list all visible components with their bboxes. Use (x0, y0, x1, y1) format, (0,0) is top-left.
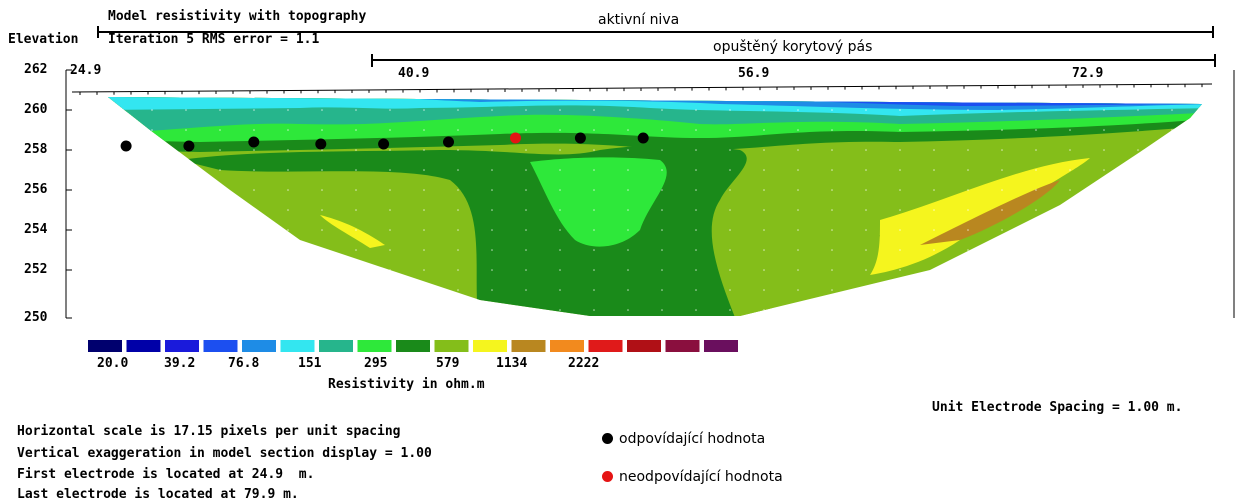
red-dot-icon (602, 471, 613, 482)
colorbar-label-39-2: 39.2 (164, 356, 196, 371)
colorbar-swatch (704, 340, 738, 352)
colorbar-swatch (550, 340, 584, 352)
opusteny-pas-label: opuštěný korytový pás (713, 39, 873, 55)
matching-marker (120, 140, 132, 152)
info-line-first-electrode: First electrode is located at 24.9 m. (17, 467, 315, 482)
colorbar (88, 340, 738, 352)
x-tick-24-9: 24.9 (70, 63, 102, 78)
y-tick-258: 258 (24, 142, 48, 157)
colorbar-swatch (280, 340, 315, 352)
info-line-vertical-exaggeration: Vertical exaggeration in model section d… (17, 446, 432, 461)
legend-red-label: neodpovídající hodnota (619, 469, 783, 485)
colorbar-swatch (588, 340, 623, 352)
colorbar-swatch (242, 340, 276, 352)
x-tick-72-9: 72.9 (1072, 66, 1104, 81)
elevation-axis (65, 69, 72, 319)
info-line-horizontal-scale: Horizontal scale is 17.15 pixels per uni… (17, 424, 401, 439)
colorbar-swatch (434, 340, 469, 352)
non-matching-marker (510, 132, 521, 144)
colorbar-swatch (627, 340, 661, 352)
colorbar-swatch (396, 340, 430, 352)
matching-marker (574, 132, 586, 144)
marker-layer (120, 132, 649, 152)
section-fill (108, 97, 1202, 316)
aktivni-niva-label: aktivní niva (598, 12, 680, 28)
matching-marker (378, 138, 390, 150)
colorbar-label-579: 579 (436, 356, 460, 371)
iteration-text: Iteration 5 RMS error = 1.1 (108, 32, 320, 47)
colorbar-label-1134: 1134 (496, 356, 528, 371)
black-dot-icon (602, 433, 613, 444)
colorbar-label-20-0: 20.0 (97, 356, 129, 371)
x-tick-40-9: 40.9 (398, 66, 430, 81)
y-tick-252: 252 (24, 262, 48, 277)
elevation-label: Elevation (8, 32, 79, 47)
electrode-spacing: Unit Electrode Spacing = 1.00 m. (932, 400, 1183, 415)
colorbar-swatch (165, 340, 199, 352)
surface-line (71, 83, 1213, 95)
aktivni-niva-bracket (97, 26, 1214, 38)
legend-black-dot: odpovídající hodnota (602, 431, 765, 447)
matching-marker (443, 136, 454, 148)
matching-marker (248, 136, 260, 148)
model-title: Model resistivity with topography (108, 9, 367, 24)
colorbar-label-76-8: 76.8 (228, 356, 260, 371)
y-tick-256: 256 (24, 182, 48, 197)
colorbar-swatch (473, 340, 507, 352)
y-tick-250: 250 (24, 310, 48, 325)
matching-marker (637, 132, 649, 144)
matching-marker (315, 138, 327, 150)
y-tick-254: 254 (24, 222, 48, 237)
matching-marker (183, 140, 195, 152)
colorbar-label-295: 295 (364, 356, 388, 371)
colorbar-label-151: 151 (298, 356, 322, 371)
opusteny-pas-bracket (371, 54, 1216, 67)
y-tick-260: 260 (24, 102, 48, 117)
legend-red-dot: neodpovídající hodnota (602, 469, 783, 485)
colorbar-swatch (88, 340, 122, 352)
y-tick-262: 262 (24, 62, 48, 77)
colorbar-swatch (511, 340, 546, 352)
colorbar-swatch (203, 340, 238, 352)
legend-black-label: odpovídající hodnota (619, 431, 766, 447)
colorbar-swatch (319, 340, 353, 352)
colorbar-title: Resistivity in ohm.m (328, 377, 485, 392)
info-line-last-electrode: Last electrode is located at 79.9 m. (17, 487, 299, 502)
colorbar-label-2222: 2222 (568, 356, 600, 371)
x-tick-56-9: 56.9 (738, 66, 770, 81)
colorbar-swatch (126, 340, 161, 352)
colorbar-swatch (665, 340, 700, 352)
colorbar-swatch (357, 340, 392, 352)
